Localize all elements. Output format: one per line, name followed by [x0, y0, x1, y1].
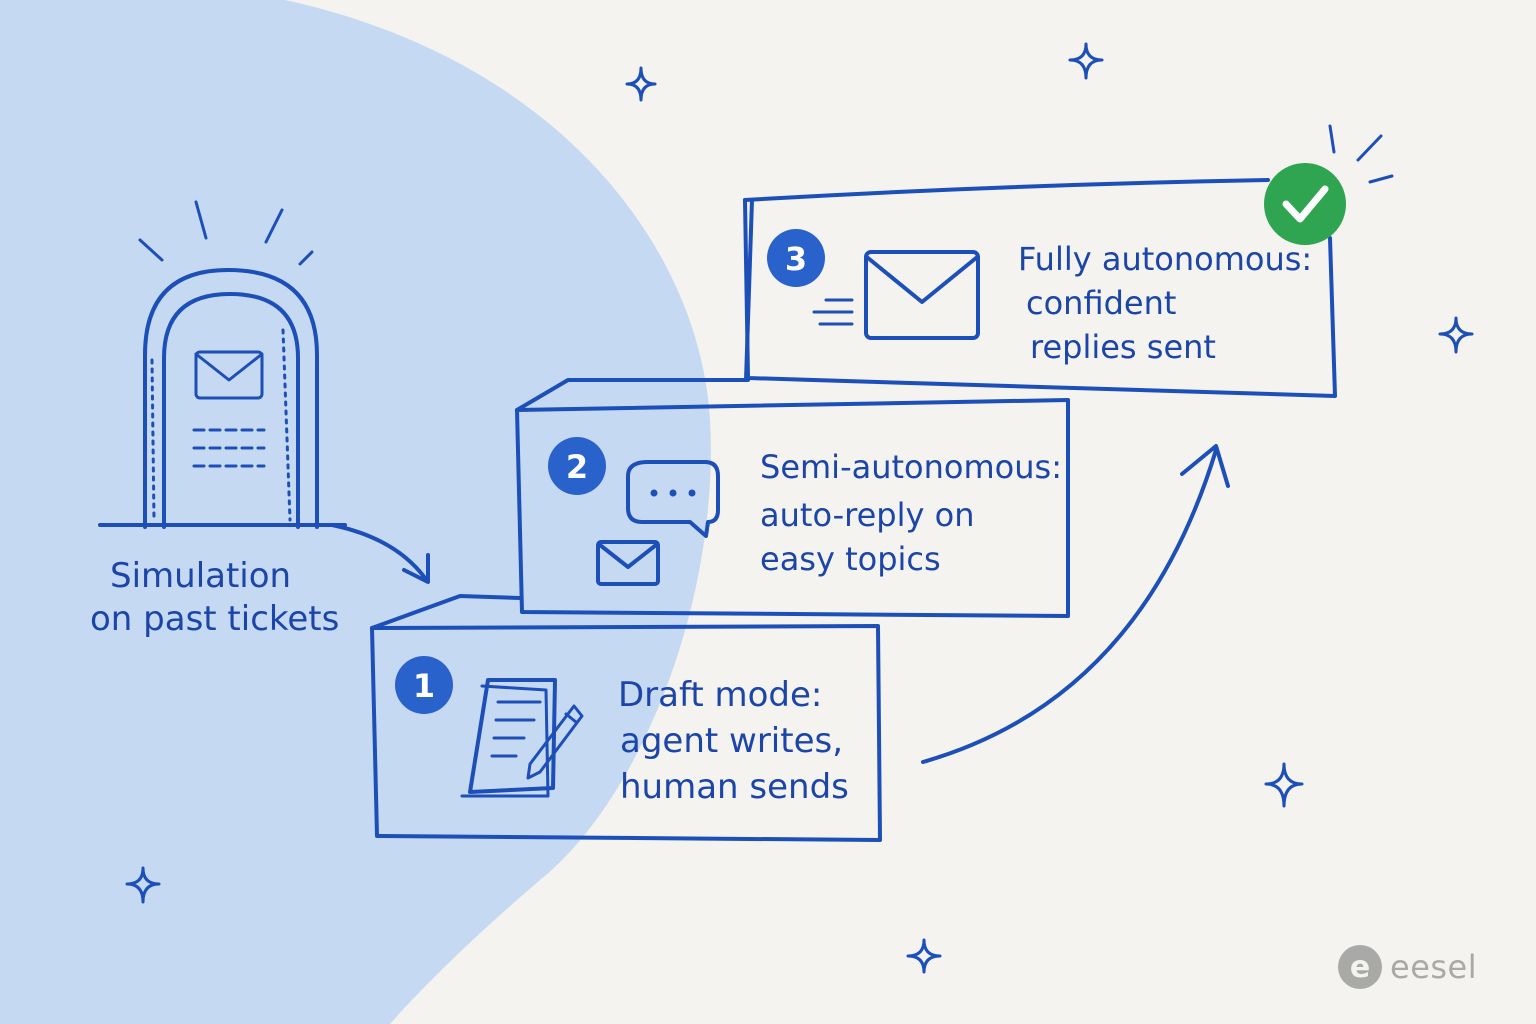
step-2-badge: 2 [548, 437, 606, 495]
step-2-title: Semi-autonomous: [760, 448, 1062, 486]
sparkle-icon [625, 66, 657, 102]
background-blob [0, 0, 711, 1024]
step-1-line-3: human sends [620, 767, 849, 807]
step-3-line-2: confident [1026, 284, 1176, 322]
sparkle-icon [1438, 316, 1474, 354]
step-2-number: 2 [566, 448, 588, 486]
growth-arrow-head [1180, 444, 1230, 488]
sparkle-icon [1264, 762, 1304, 808]
check-badge-icon [1264, 124, 1394, 245]
sparkle-icon [906, 938, 942, 974]
step-3-badge: 3 [767, 229, 825, 287]
step-1-number: 1 [413, 667, 435, 705]
step-2-line-2: auto-reply on [760, 496, 974, 534]
step-1-title: Draft mode: [618, 675, 822, 715]
step-2-box [515, 378, 1070, 618]
step-3-box [743, 178, 1337, 398]
step-1-line-2: agent writes, [620, 721, 843, 761]
step-1-box [370, 594, 882, 842]
simulation-label-line-1: Simulation [110, 556, 291, 596]
brand-logo: e eesel [1338, 942, 1477, 992]
mail-gate-icon [98, 200, 347, 529]
fast-envelope-icon [812, 250, 980, 340]
step-1-badge: 1 [395, 656, 453, 714]
step-2-line-3: easy topics [760, 540, 941, 578]
document-pencil-icon [460, 678, 584, 798]
sparkles [125, 42, 1474, 974]
simulation-label-line-2: on past tickets [90, 599, 339, 639]
brand-logo-icon: e [1338, 945, 1382, 989]
sparkle-icon [125, 866, 161, 904]
arrow-to-step-1 [330, 523, 427, 580]
step-3-title: Fully autonomous: [1018, 240, 1312, 278]
step-3-number: 3 [785, 240, 807, 278]
brand-name: eesel [1390, 948, 1478, 986]
arrow-to-step-1-head [402, 553, 430, 584]
envelope-icon [596, 540, 660, 586]
growth-arrow [921, 448, 1218, 764]
step-3-line-3: replies sent [1030, 328, 1216, 366]
chat-bubble-icon [626, 460, 720, 538]
sparkle-icon [1068, 42, 1104, 80]
